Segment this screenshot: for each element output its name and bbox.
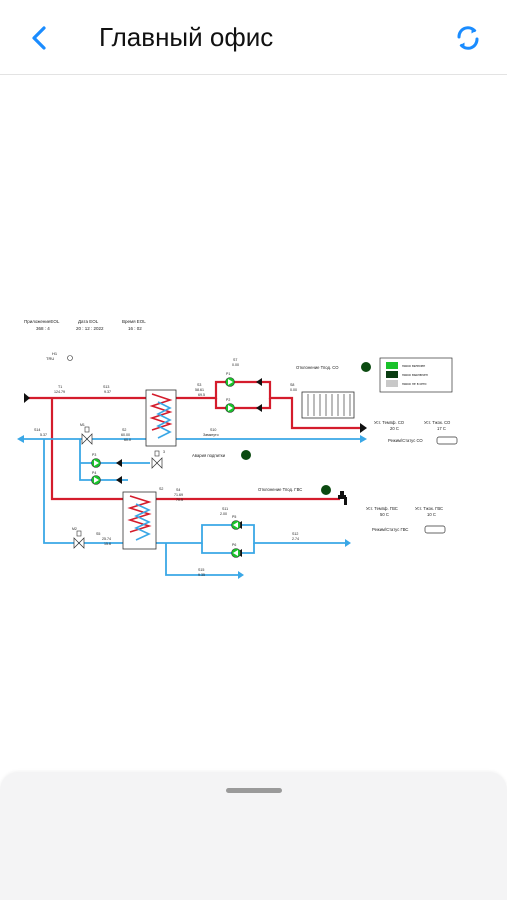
heat-exchanger-hotwater [122,491,157,550]
valve-label-m2: M2 [72,527,77,531]
sensor-t10-value: Замкнуто [203,433,219,437]
heating-set-label: Уст. Темпф. СО [374,420,405,425]
hotwater-fact-label: Уст. Тжок. ГВС [415,506,443,511]
sensor-t13-value: 9.37 [104,390,111,394]
pump-p3[interactable] [91,458,101,468]
sensor-t7-label: S7 [233,358,237,362]
sensor-t14-value: 5.37 [40,433,47,437]
pump-label-p1: P1 [226,372,230,376]
pump-label-p3: P3 [92,453,96,457]
sensor-t7-value: 0.00 [232,363,239,367]
valve-3[interactable] [151,450,163,469]
heating-fact-value: 17 C [437,426,446,431]
sensor-t3-value: 58.61 [195,388,204,392]
sensor-t5-value: 25.74 [102,537,111,541]
sensor-t3-sub: 69.5 [198,393,205,397]
bottom-sheet[interactable] [0,772,507,900]
sensor-t1-label: T1 [58,385,62,389]
heating-set-value: 20 C [390,426,399,431]
valve-label-m1: M1 [80,423,85,427]
legend-swatch-on [386,362,398,369]
heating-scheme: ПриложениеEOL 368 : 4 Дата EOL 20 : 12 :… [17,319,458,579]
heating-deviation-indicator [361,362,371,372]
sensor-t4-value: 71.69 [174,493,183,497]
pump-p6[interactable] [231,548,241,558]
app-label: ПриложениеEOL [24,319,60,324]
sensor-t2-label: S2 [122,428,126,432]
sensor-icon [67,355,73,361]
legend-label-off: насос выключен [402,373,428,377]
legend-swatch-off [386,371,398,378]
sensor-t15-value: 9.35 [198,573,205,577]
refresh-button[interactable] [450,20,486,56]
valve-m1[interactable] [81,426,93,445]
heating-fact-label: Уст. Тжок. СО [424,420,451,425]
chevron-left-icon [32,26,46,50]
sensor-t1-value: 124.79 [54,390,65,394]
heat-exchanger-heating [145,389,177,447]
pump-p2[interactable] [225,403,235,413]
back-button[interactable] [22,20,58,56]
sensor-t8-label: S8 [290,383,294,387]
sensor-t2-value: 60.00 [121,433,130,437]
hotwater-mode-label: Режим/Статус ГВС [372,527,408,532]
sensor-t2-sub: 60.0 [124,438,131,442]
heating-mode-button[interactable] [436,436,458,445]
hotwater-set-label: Уст. Темпф. ГВС [366,506,398,511]
heating-mode-label: Режим/Статус СО [388,438,423,443]
sensor-t8-value: 0.00 [290,388,297,392]
sensor-c2-label: S2 [159,487,163,491]
valve-label-3: 3 [163,450,165,454]
hotwater-set-value: 50 C [380,512,389,517]
nav-header: Главный офис [0,0,507,75]
page-title: Главный офис [99,22,274,52]
return-line [24,438,360,576]
sensor-t5-sub: 15.6 [104,542,111,546]
sensor-t3-label: S3 [197,383,201,387]
hotwater-fact-value: 10 C [427,512,436,517]
alarm-label: Авария подпитки [192,453,226,458]
radiator-icon [301,391,355,419]
tap-icon [338,491,347,505]
sensor-readings: T1 124.79 S13 9.37 S14 5.37 S2 60.00 60.… [34,358,299,577]
sensor-t13-label: S13 [103,385,109,389]
sensor-t10-label: S10 [210,428,216,432]
heating-supply-line [24,380,360,501]
sensor-t15-label: S15 [198,568,204,572]
sensor-t4-sub: 70.5 [176,498,183,502]
hotwater-deviation-indicator [321,485,331,495]
refresh-icon [457,26,479,50]
hotwater-deviation-label: Отклонение Тпод. ГВС [258,487,302,492]
legend-swatch-offline [386,380,398,387]
sensor-t12-label: S12 [292,532,298,536]
sensor-t5-label: S5 [96,532,100,536]
legend-label-on: насос включен [402,364,425,368]
hotwater-mode-button[interactable] [424,525,446,534]
pump-p1[interactable] [225,377,235,387]
time-value: 16 : 02 [128,326,142,331]
time-label: Время EOL [122,319,146,324]
pump-label-p4: P4 [92,471,96,475]
valve-m2[interactable] [73,530,85,549]
app-value: 368 : 4 [36,326,50,331]
date-value: 20 : 12 : 2022 [76,326,104,331]
small-label-2: TRU [46,356,54,361]
legend-label-offline: насос не в сети [402,382,426,386]
small-label: H1 [52,351,58,356]
sensor-t12-value: 2.74 [292,537,299,541]
pump-p5[interactable] [231,520,241,530]
drag-handle-icon[interactable] [226,788,282,793]
pump-p4[interactable] [91,475,101,485]
legend: насос включен насос выключен насос не в … [379,357,453,393]
sensor-t11-label: S11 [222,507,228,511]
date-label: Дата EOL [78,319,99,324]
heating-deviation-label: Отклонение Тпод. СО [296,365,339,370]
pump-label-p6: P6 [232,543,236,547]
pump-label-p5: P5 [232,515,236,519]
sensor-t4-label: S4 [176,488,180,492]
pump-label-p2: P2 [226,398,230,402]
sensor-t14-label: S14 [34,428,40,432]
sensor-t11-value: 2.00 [220,512,227,516]
alarm-indicator [241,450,251,460]
